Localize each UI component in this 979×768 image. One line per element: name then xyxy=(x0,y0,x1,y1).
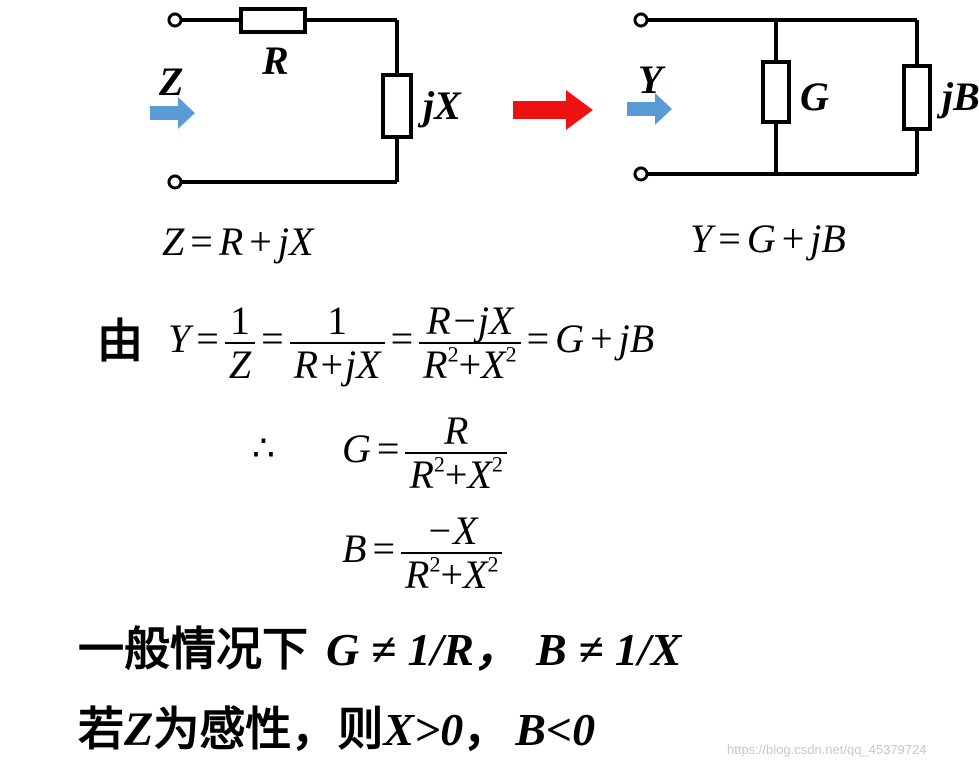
susceptance-jb xyxy=(902,64,932,131)
label-z: Z xyxy=(159,59,184,104)
label-jx: jX xyxy=(423,83,461,128)
label-jb: jB xyxy=(942,74,979,119)
formula-y: Y=G+jB xyxy=(690,216,846,261)
conductance-g xyxy=(761,60,791,124)
circuit-diagrams xyxy=(150,7,932,190)
therefore-symbol: ∴ xyxy=(252,428,275,468)
blue-arrow-right-icon xyxy=(627,93,672,125)
label-r: R xyxy=(262,38,289,83)
watermark: https://blog.csdn.net/qq_45379724 xyxy=(727,742,927,757)
resistor-r xyxy=(239,7,307,34)
label-g: G xyxy=(800,74,829,119)
terminal-bottom-left xyxy=(167,174,183,190)
formula-z: Z=R+jX xyxy=(162,219,314,264)
series-circuit xyxy=(167,7,413,190)
derivation-prefix: 由 xyxy=(97,314,143,368)
terminal-top-right xyxy=(633,12,649,28)
label-y: Y xyxy=(638,57,663,102)
reactance-jx xyxy=(381,73,413,139)
red-arrow-icon xyxy=(513,90,593,130)
blue-arrow-left-icon xyxy=(150,97,195,129)
terminal-bottom-right xyxy=(633,166,649,182)
parallel-circuit xyxy=(633,12,932,182)
note-inductive: 若Z为感性，则X>0，B<0 xyxy=(78,702,596,756)
terminal-top-left xyxy=(167,12,183,28)
